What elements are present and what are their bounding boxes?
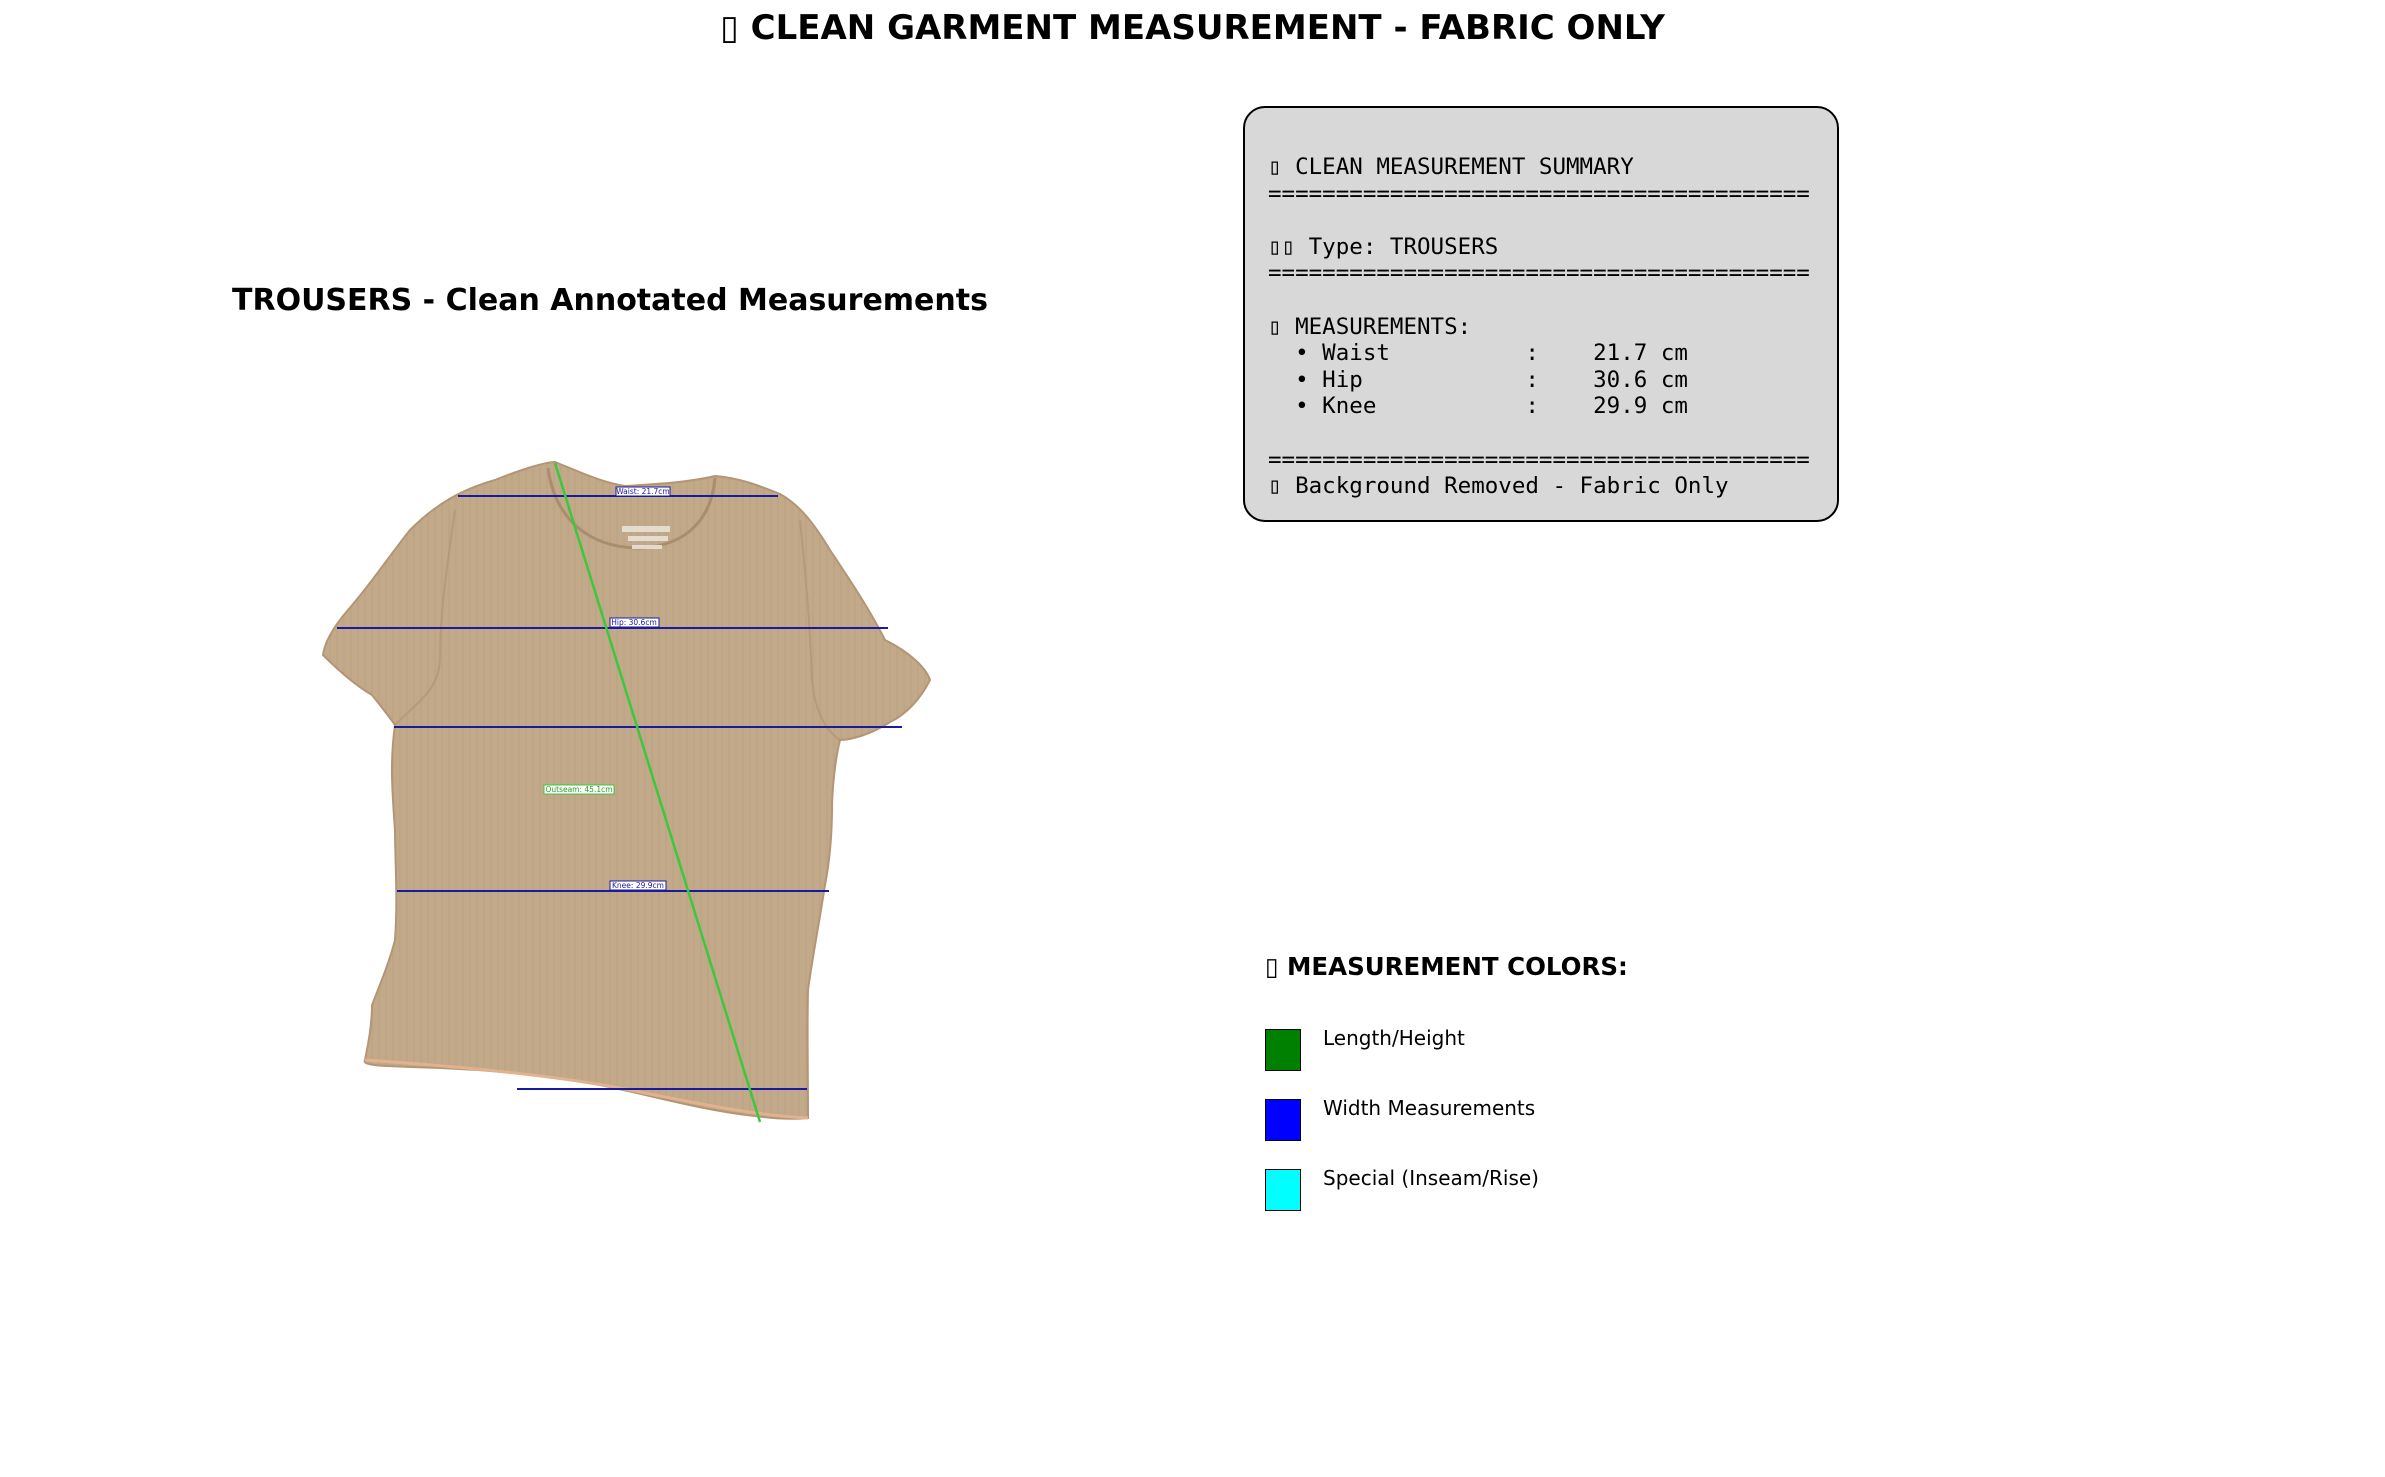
svg-text:Waist: 21.7cm: Waist: 21.7cm xyxy=(616,487,670,496)
svg-text:Knee: 29.9cm: Knee: 29.9cm xyxy=(612,881,664,890)
page-title: ▯ CLEAN GARMENT MEASUREMENT - FABRIC ONL… xyxy=(720,8,1665,48)
svg-text:Outseam: 45.1cm: Outseam: 45.1cm xyxy=(545,785,612,794)
outseam-line xyxy=(553,462,762,1123)
legend-label-width: Width Measurements xyxy=(1323,1096,1536,1120)
measurements-header: ▯ MEASUREMENTS: xyxy=(1268,313,1472,340)
garment-tag-print xyxy=(622,526,670,549)
summary-separator: ======================================== xyxy=(1268,260,1810,287)
legend-swatch-special xyxy=(1265,1169,1301,1211)
garment-image: Waist: 21.7cm Hip: 30.6cm Outseam: 45.1c… xyxy=(321,460,932,1123)
legend-label-length: Length/Height xyxy=(1323,1026,1465,1050)
measurement-summary-box: ▯ CLEAN MEASUREMENT SUMMARY ============… xyxy=(1243,106,1839,522)
waist-label: Waist: 21.7cm xyxy=(615,486,671,497)
image-panel-title: TROUSERS - Clean Annotated Measurements xyxy=(232,283,988,318)
outseam-label: Outseam: 45.1cm xyxy=(543,784,615,795)
legend-title: ▯ MEASUREMENT COLORS: xyxy=(1265,952,1628,981)
knee-label: Knee: 29.9cm xyxy=(609,880,667,891)
measurement-row-knee: • Knee : 29.9 cm xyxy=(1268,393,1688,420)
summary-footer: ▯ Background Removed - Fabric Only xyxy=(1268,473,1729,500)
summary-text: ▯ CLEAN MEASUREMENT SUMMARY ============… xyxy=(1268,154,1810,500)
legend-label-special: Special (Inseam/Rise) xyxy=(1323,1166,1539,1190)
summary-type: ▯▯ Type: TROUSERS xyxy=(1268,233,1499,260)
summary-title: ▯ CLEAN MEASUREMENT SUMMARY xyxy=(1268,154,1634,180)
measurement-row-hip: • Hip : 30.6 cm xyxy=(1268,366,1688,393)
measurement-row-waist: • Waist : 21.7 cm xyxy=(1268,340,1688,367)
hip-label: Hip: 30.6cm xyxy=(609,617,660,628)
summary-separator: ======================================== xyxy=(1268,180,1810,207)
legend-swatch-width xyxy=(1265,1099,1301,1141)
summary-separator: ======================================== xyxy=(1268,446,1810,473)
svg-text:Hip: 30.6cm: Hip: 30.6cm xyxy=(611,618,657,627)
legend-swatch-length xyxy=(1265,1029,1301,1071)
